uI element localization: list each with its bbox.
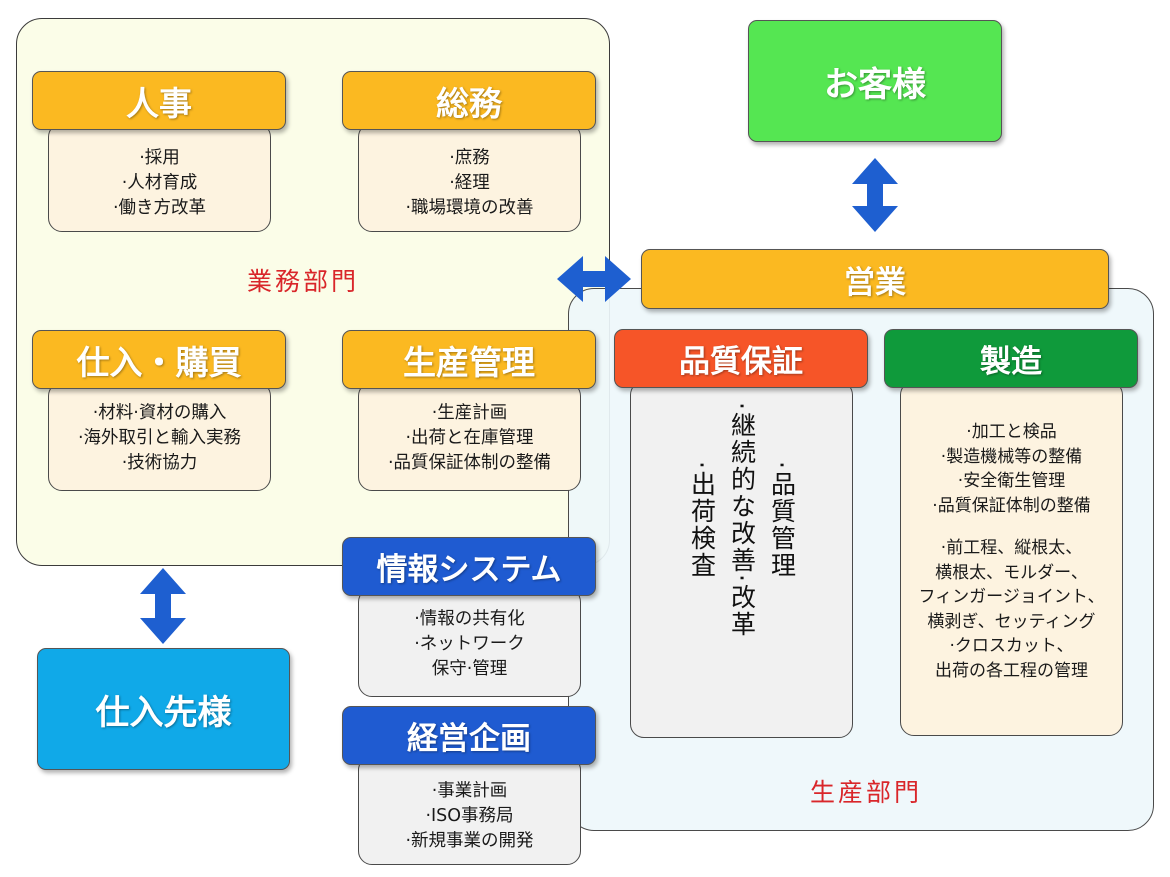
duty-item: ·ISO事務局 <box>425 806 514 826</box>
duty-item: ·新規事業の開発 <box>405 831 534 851</box>
duty-item: ·材料·資材の購入 <box>92 403 227 423</box>
duty-item: ·事業計画 <box>431 781 508 801</box>
duty-item: ·ネットワーク <box>414 634 525 654</box>
supplier-box: 仕入先様 <box>37 648 290 770</box>
general-affairs-duties: ·庶務 ·経理 ·職場環境の改善 <box>358 123 581 232</box>
duty-item: ·出荷と在庫管理 <box>405 428 534 448</box>
duty-item: ·加工と検品 <box>966 422 1057 442</box>
hr-duties: ·採用 ·人材育成 ·働き方改革 <box>48 123 271 232</box>
duty-item: 出荷の各工程の管理 <box>935 660 1088 681</box>
business-region-label: 業務部門 <box>247 267 360 296</box>
purchasing-duties: ·材料·資材の購入 ·海外取引と輸入実務 ·技術協力 <box>48 382 271 491</box>
quality-duties: ·品質管理 ·継続的な改善·改革 ·出荷検査 <box>630 381 853 738</box>
double-arrow-icon <box>557 256 631 302</box>
duty-item: ·海外取引と輸入実務 <box>77 428 242 448</box>
duty-item: ·情報の共有化 <box>414 609 525 629</box>
general-affairs-header: 総務 <box>342 71 596 130</box>
duty-item: ·継続的な改善·改革 <box>727 402 757 638</box>
sales-header: 営業 <box>641 249 1109 309</box>
double-arrow-icon <box>852 158 898 232</box>
quality-items: ·品質管理 ·継続的な改善·改革 ·出荷検査 <box>682 402 802 638</box>
duty-item: ·クロスカット、 <box>949 636 1074 656</box>
info-system-header: 情報システム <box>342 537 596 596</box>
duty-item: 横剥ぎ、セッティング <box>927 611 1096 632</box>
production-region-label: 生産部門 <box>810 778 923 807</box>
production-control-duties: ·生産計画 ·出荷と在庫管理 ·品質保証体制の整備 <box>358 382 581 491</box>
planning-header: 経営企画 <box>342 706 596 765</box>
duty-item: ·技術協力 <box>121 453 198 473</box>
duty-item: ·品質管理 <box>767 460 797 579</box>
duty-item: ·品質保証体制の整備 <box>387 453 552 473</box>
customer-box: お客様 <box>748 20 1002 142</box>
duty-item: ·前工程、縦根太、 <box>940 538 1083 558</box>
duty-item: ·人材育成 <box>121 173 198 193</box>
double-arrow-icon <box>140 568 186 644</box>
duty-item: ·安全衛生管理 <box>957 471 1066 491</box>
duty-item: ·採用 <box>139 148 180 168</box>
duty-item: ·出荷検査 <box>687 460 717 579</box>
duty-item: 保守·管理 <box>431 659 508 679</box>
manufacturing-header: 製造 <box>884 329 1138 388</box>
duty-item: ·庶務 <box>449 148 490 168</box>
manufacturing-duties: ·加工と検品 ·製造機械等の整備 ·安全衛生管理 ·品質保証体制の整備 ·前工程… <box>900 381 1123 736</box>
planning-duties: ·事業計画 ·ISO事務局 ·新規事業の開発 <box>358 756 581 865</box>
purchasing-header: 仕入・購買 <box>32 330 286 389</box>
duty-item: ·働き方改革 <box>112 198 207 218</box>
duty-item: 横根太、モルダー、 <box>935 562 1088 583</box>
duty-item: フィンガージョイント、 <box>918 587 1105 607</box>
duty-item: ·生産計画 <box>431 403 508 423</box>
quality-header: 品質保証 <box>614 329 868 388</box>
hr-header: 人事 <box>32 71 286 130</box>
production-control-header: 生産管理 <box>342 330 596 389</box>
duty-item: ·職場環境の改善 <box>405 198 534 218</box>
info-system-duties: ·情報の共有化 ·ネットワーク 保守·管理 <box>358 588 581 697</box>
duty-item: ·経理 <box>449 173 490 193</box>
duty-item: ·製造機械等の整備 <box>940 446 1083 467</box>
duty-item: ·品質保証体制の整備 <box>932 495 1091 516</box>
